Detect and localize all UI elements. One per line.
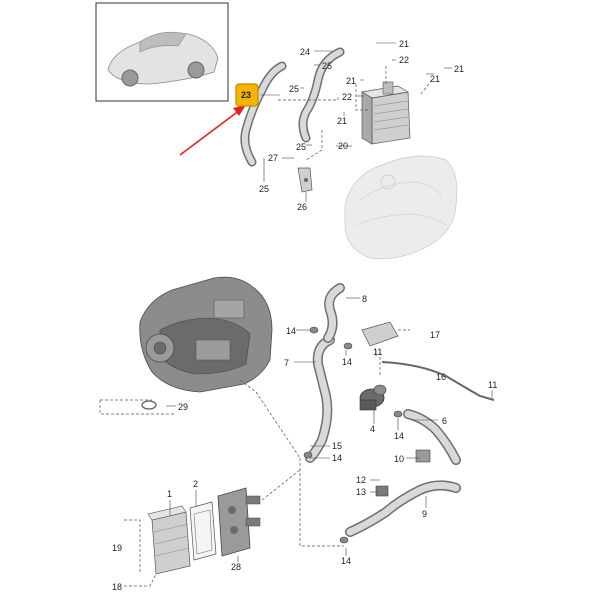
- adapter-28: [217, 487, 261, 557]
- callout-29[interactable]: 29: [178, 402, 188, 412]
- transmission-housing: [139, 276, 273, 393]
- callout-21e[interactable]: 21: [337, 116, 347, 126]
- callout-12[interactable]: 12: [356, 475, 366, 485]
- callout-6[interactable]: 6: [442, 416, 447, 426]
- hose-9: [345, 480, 461, 537]
- callout-26[interactable]: 26: [297, 202, 307, 212]
- hose-8: [323, 283, 345, 343]
- callout-8[interactable]: 8: [362, 294, 367, 304]
- callout-25c[interactable]: 25: [296, 142, 306, 152]
- callout-labels: 24 21 22 25 21 22 21 21 25 21 20 25 27 2…: [112, 39, 497, 592]
- ghost-transmission-upper: [344, 155, 458, 260]
- callout-28[interactable]: 28: [231, 562, 241, 572]
- callout-14a[interactable]: 14: [286, 326, 296, 336]
- callout-20[interactable]: 20: [338, 141, 348, 151]
- callout-15[interactable]: 15: [332, 441, 342, 451]
- callout-24[interactable]: 24: [300, 47, 310, 57]
- callout-1[interactable]: 1: [167, 489, 172, 499]
- callout-25b[interactable]: 25: [289, 84, 299, 94]
- vehicle-thumbnail: [95, 2, 229, 102]
- callout-14d[interactable]: 14: [332, 453, 342, 463]
- clip-10: [415, 449, 431, 463]
- callout-21d[interactable]: 21: [454, 64, 464, 74]
- callout-11b[interactable]: 11: [488, 380, 497, 390]
- callout-9[interactable]: 9: [422, 509, 427, 519]
- valve-4: [359, 384, 387, 411]
- callout-19[interactable]: 19: [112, 543, 122, 553]
- callout-17[interactable]: 17: [430, 330, 440, 340]
- leader-lines: [166, 42, 493, 562]
- bracket-17: [361, 321, 399, 347]
- pipe-16: [381, 361, 495, 401]
- callout-18[interactable]: 18: [112, 582, 122, 592]
- lower-dashed-leaders: [99, 329, 410, 587]
- callout-2[interactable]: 2: [193, 479, 198, 489]
- callout-25a[interactable]: 25: [322, 61, 332, 71]
- heat-exchanger-1: [147, 505, 191, 575]
- callout-13[interactable]: 13: [356, 487, 366, 497]
- clip-13: [375, 485, 389, 497]
- o-ring-29: [141, 400, 157, 410]
- pointer-arrow: [179, 105, 246, 156]
- callout-22b[interactable]: 22: [342, 92, 352, 102]
- callout-21c[interactable]: 21: [430, 74, 440, 84]
- upper-dashed-leaders: [278, 66, 433, 161]
- highlight-part-23[interactable]: 23: [235, 83, 259, 107]
- callout-14b[interactable]: 14: [342, 357, 352, 367]
- gasket-2: [189, 501, 217, 561]
- callout-14e[interactable]: 14: [341, 556, 351, 566]
- oil-cooler-20: [361, 81, 411, 145]
- callout-11a[interactable]: 11: [373, 347, 382, 357]
- callout-21a[interactable]: 21: [399, 39, 409, 49]
- callout-4[interactable]: 4: [370, 424, 375, 434]
- bracket-26: [297, 167, 313, 193]
- hose-6: [403, 409, 461, 465]
- callout-23[interactable]: 23: [241, 90, 251, 100]
- callout-14c[interactable]: 14: [394, 431, 404, 441]
- callout-21b[interactable]: 21: [346, 76, 356, 86]
- hose-7: [305, 335, 335, 463]
- clamps-14: [303, 326, 403, 544]
- callout-16[interactable]: 16: [436, 372, 446, 382]
- upper-hose-24: [298, 47, 345, 143]
- callout-10[interactable]: 10: [394, 454, 404, 464]
- callout-25d[interactable]: 25: [259, 184, 269, 194]
- callout-7[interactable]: 7: [284, 358, 289, 368]
- callout-27[interactable]: 27: [268, 153, 278, 163]
- upper-hose-23: [240, 61, 287, 167]
- callout-22a[interactable]: 22: [399, 55, 409, 65]
